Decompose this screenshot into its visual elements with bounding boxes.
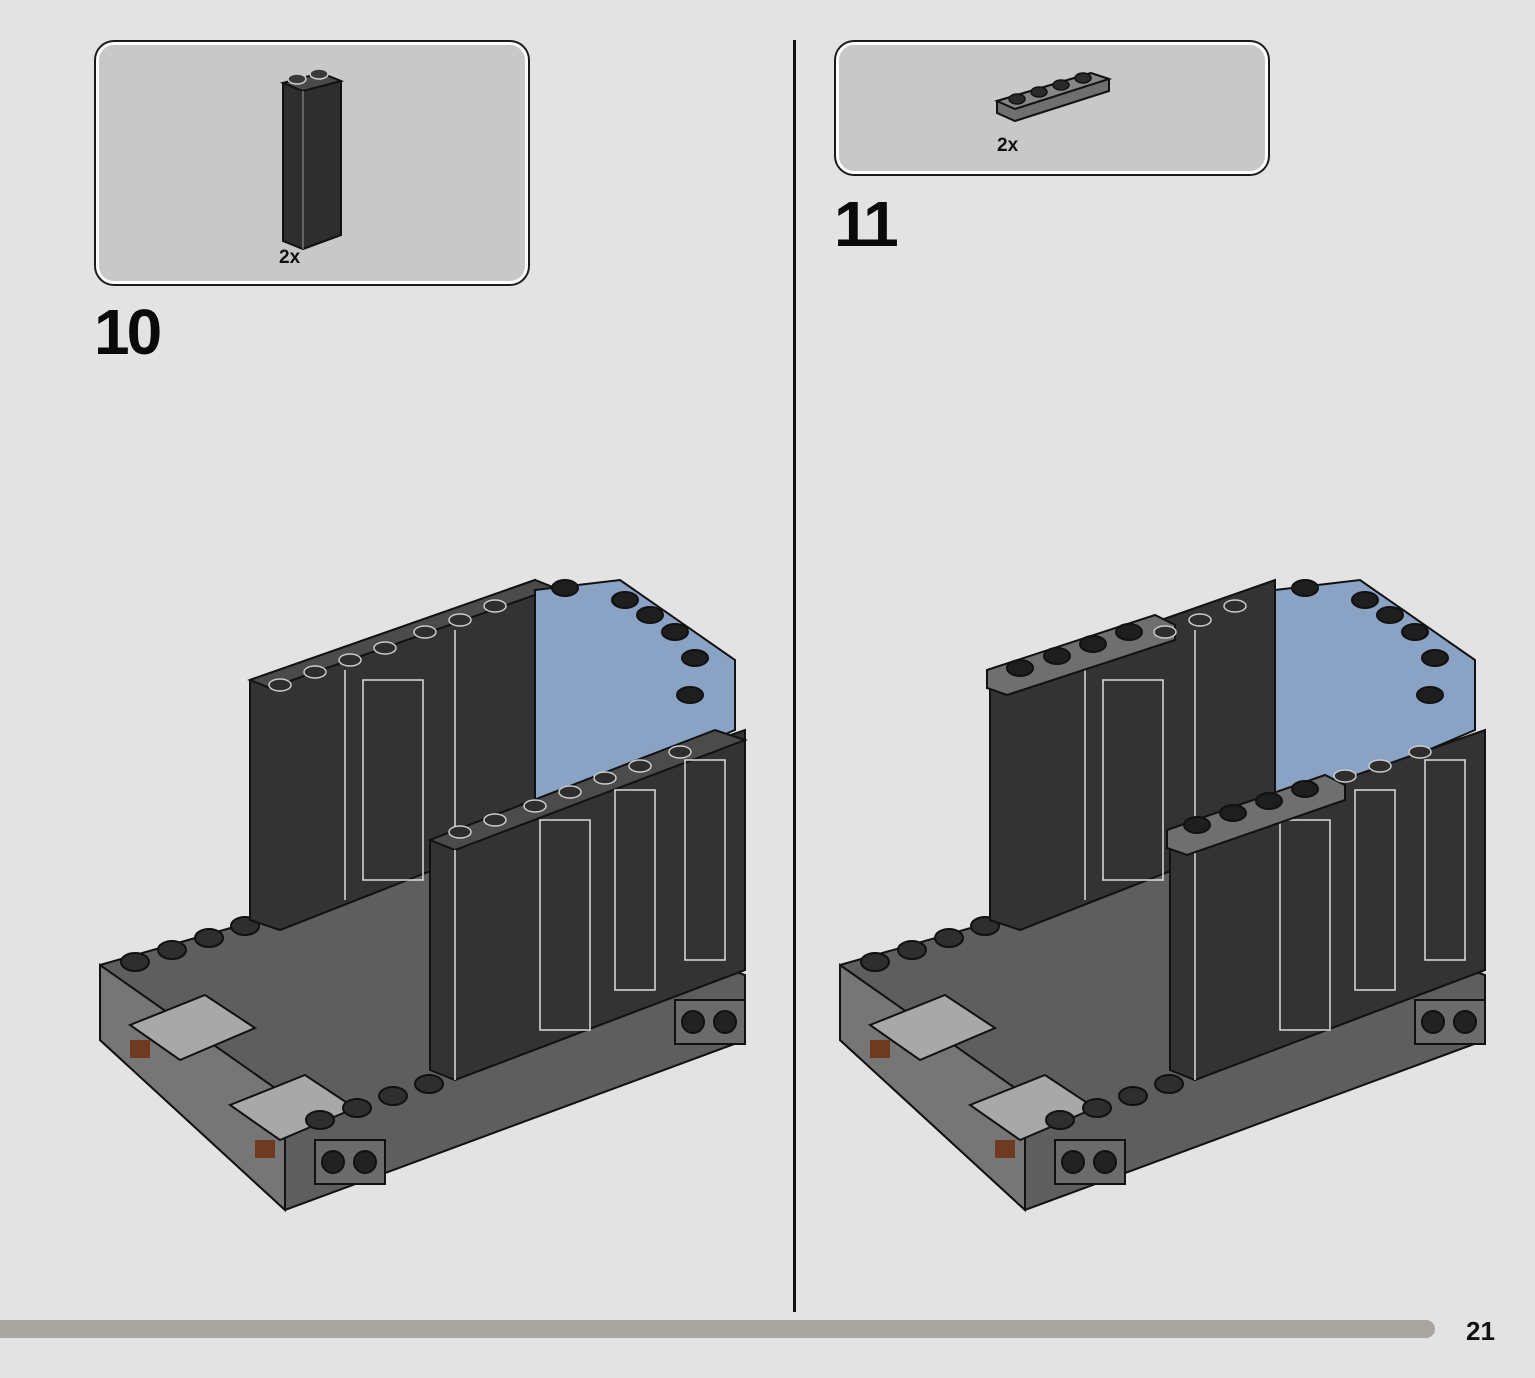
step-number-10: 10: [94, 296, 162, 368]
black-brick-1x2x5-icon: [279, 68, 345, 251]
parts-callout-step-11: 2x: [836, 42, 1268, 174]
page-progress-bar: [0, 1320, 1435, 1338]
grey-plate-1x4-icon: [994, 71, 1113, 123]
parts-callout-step-10: 2x: [96, 42, 528, 284]
page-number: 21: [1466, 1316, 1495, 1346]
step-divider: [793, 40, 796, 1312]
part-quantity: 2x: [997, 135, 1019, 156]
part-quantity: 2x: [279, 247, 301, 268]
build-model-step-10: [99, 578, 748, 1213]
build-model-step-11: [839, 578, 1486, 1213]
step-number-11: 11: [834, 188, 899, 260]
